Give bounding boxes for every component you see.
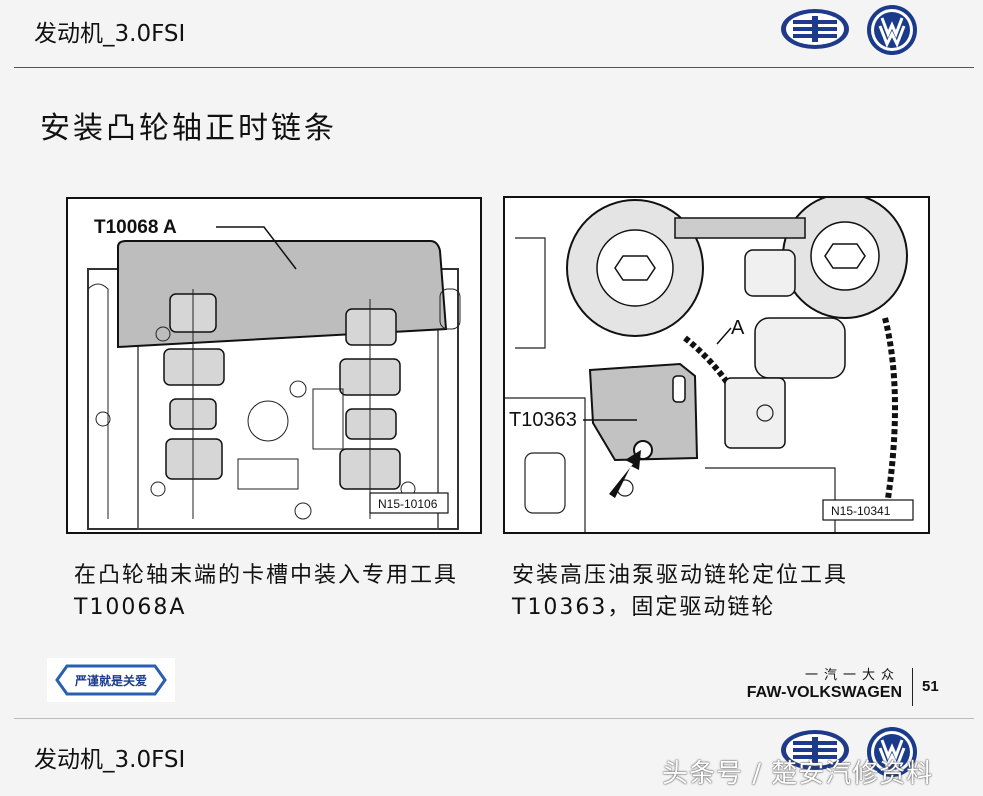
faw-logo [779, 7, 851, 51]
watermark: 头条号 / 楚安汽修资料 [662, 759, 934, 789]
safety-logo: 严谨就是关爱 [47, 658, 175, 702]
slide-title: 安装凸轮轴正时链条 [40, 111, 337, 146]
figure-pump-sprocket-tool: T10363 A N15-10341 [503, 196, 930, 534]
tool-label-t10363: T10363 [509, 409, 577, 431]
footer-divider [14, 718, 974, 719]
safety-logo-text: 严谨就是关爱 [74, 673, 147, 688]
brand-chinese: 一汽一大众 [804, 668, 900, 683]
vw-logo [866, 726, 918, 778]
figure-camshaft-tool: T10068 A N15-10106 [66, 197, 482, 534]
tool-label-t10068a: T10068 A [94, 217, 177, 238]
brand-english: FAW-VOLKSWAGEN [746, 684, 902, 701]
sprocket-diagram: T10363 A N15-10341 [505, 198, 928, 532]
vw-logo [866, 4, 918, 56]
arrow-icon [609, 450, 641, 498]
caption-left: 在凸轮轴末端的卡槽中装入专用工具T10068A [74, 563, 459, 620]
header-divider [14, 67, 974, 68]
faw-logo [779, 728, 851, 772]
figure-code: N15-10341 [831, 504, 891, 518]
page-divider [912, 668, 913, 706]
camshaft-diagram: T10068 A N15-10106 [68, 199, 480, 532]
header-title: 发动机_3.0FSI [34, 21, 186, 47]
figure-code: N15-10106 [378, 497, 438, 511]
footer-title: 发动机_3.0FSI [34, 747, 186, 773]
marker-label-a: A [731, 317, 745, 339]
caption-right: 安装高压油泵驱动链轮定位工具T10363，固定驱动链轮 [512, 563, 849, 620]
leader-line [216, 226, 297, 270]
page-number: 51 [922, 678, 939, 695]
